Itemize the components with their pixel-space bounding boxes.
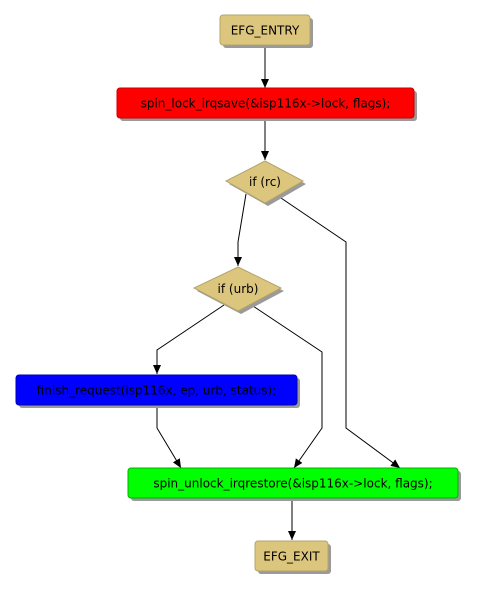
node-finish: finish_request(isp116x, ep, urb, status)…	[15, 374, 300, 408]
node-exit-label: EFG_EXIT	[263, 550, 320, 564]
node-if-rc-diamond	[224, 160, 305, 204]
edges	[153, 45, 401, 540]
node-if-rc-label: if (rc)	[249, 175, 281, 189]
node-if-rc: if (rc)	[224, 160, 306, 206]
node-if-urb: if (urb)	[192, 266, 284, 314]
edge-ifrc-to-ifurb	[234, 193, 247, 266]
node-lock: spin_lock_irqsave(&isp116x->lock, flags)…	[116, 87, 417, 121]
node-exit-box	[254, 540, 329, 572]
node-unlock-label: spin_unlock_irqrestore(&isp116x->lock, f…	[153, 477, 432, 491]
node-finish-box	[15, 374, 298, 406]
node-unlock: spin_unlock_irqrestore(&isp116x->lock, f…	[127, 467, 461, 501]
node-entry-box	[219, 14, 311, 46]
node-entry-label: EFG_ENTRY	[231, 24, 300, 38]
node-lock-box	[116, 87, 415, 119]
edge-ifrc-to-unlock	[277, 195, 401, 469]
node-finish-label: finish_request(isp116x, ep, urb, status)…	[37, 384, 277, 398]
edge-finish-to-unlock	[156, 404, 182, 469]
edge-ifurb-to-unlock	[249, 303, 323, 469]
node-if-urb-label: if (urb)	[218, 282, 259, 296]
node-if-urb-diamond	[192, 266, 283, 312]
edge-ifurb-to-finish	[153, 304, 225, 374]
node-exit: EFG_EXIT	[254, 540, 331, 574]
node-unlock-box	[127, 467, 459, 499]
node-entry: EFG_ENTRY	[219, 14, 313, 48]
node-lock-label: spin_lock_irqsave(&isp116x->lock, flags)…	[141, 97, 391, 111]
